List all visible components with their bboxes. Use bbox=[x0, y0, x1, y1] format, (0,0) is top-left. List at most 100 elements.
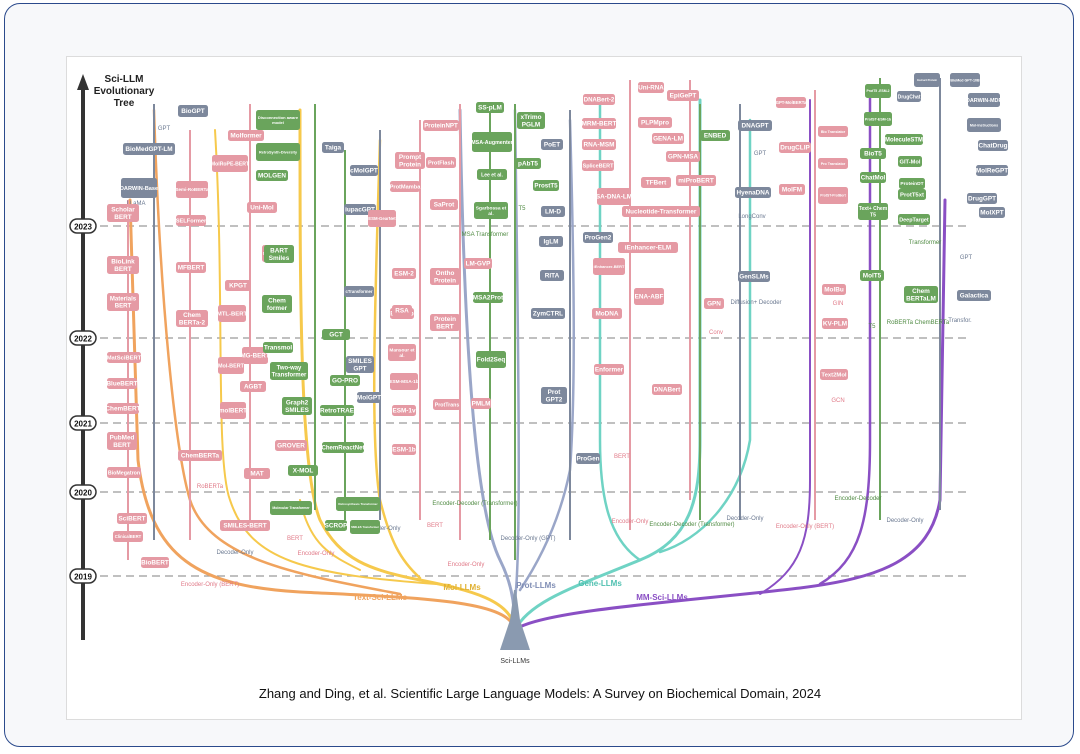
model-node-label: ProtMamba bbox=[390, 184, 422, 190]
figure-caption: Zhang and Ding, et al. Scientific Large … bbox=[258, 686, 822, 701]
model-node-label: ChemReactNet bbox=[321, 446, 364, 452]
model-node-label: pAbT5 bbox=[518, 161, 538, 168]
model-node-label: RNA-MSM bbox=[584, 142, 615, 149]
model-node-label: RSA bbox=[395, 308, 409, 315]
svg-text:BERT: BERT bbox=[614, 454, 630, 460]
model-node: RSA bbox=[392, 305, 412, 316]
year-2021: 2021 bbox=[69, 415, 970, 431]
model-node-label: iEnhancer-BERT bbox=[594, 264, 625, 269]
model-node: GPN-MSA bbox=[666, 151, 700, 162]
svg-text:GPT: GPT bbox=[960, 255, 973, 261]
svg-text:Transformer: Transformer bbox=[909, 240, 941, 246]
svg-text:T5: T5 bbox=[518, 206, 526, 212]
model-node: RetroSynth-Diversity bbox=[256, 143, 300, 161]
model-node: Uni-RNA bbox=[638, 82, 664, 93]
model-node-label: MolBu bbox=[824, 287, 844, 294]
model-node-label: ZymCTRL bbox=[533, 311, 563, 318]
model-node: molBERT bbox=[219, 402, 247, 419]
model-node-label: BioMed GPT-10B bbox=[950, 78, 980, 82]
model-node-label: LM-GVP bbox=[466, 261, 492, 268]
model-node: ChatMol bbox=[860, 172, 886, 183]
model-node-label: GIT-Mol bbox=[900, 160, 921, 166]
model-node-label: ProtST-ESM-1b bbox=[865, 117, 892, 121]
svg-text:Encoder-Only: Encoder-Only bbox=[612, 519, 649, 525]
year-2023: 2023 bbox=[69, 218, 970, 234]
model-node-label: MolReGPT bbox=[976, 168, 1008, 175]
model-node: RNA-MSM bbox=[582, 139, 616, 150]
model-node: ProteinDT bbox=[899, 178, 925, 189]
model-node-label: GENA-LM bbox=[653, 136, 683, 143]
svg-text:Transfor.: Transfor. bbox=[948, 318, 972, 324]
model-node: GPT-MolBERTa bbox=[776, 97, 807, 108]
model-node: MolBu bbox=[822, 284, 846, 295]
model-node: KV-PLM bbox=[822, 318, 848, 329]
model-node: PMLM bbox=[471, 398, 491, 409]
model-node-label: MoleculeSTM bbox=[885, 138, 923, 144]
svg-text:Decoder-Only: Decoder-Only bbox=[886, 518, 923, 524]
model-node: Instruct Protein bbox=[914, 73, 940, 87]
model-node: GENA-LM bbox=[652, 133, 684, 144]
model-node-label: ProGen2 bbox=[585, 235, 612, 242]
model-node: Molecular Transformer bbox=[270, 501, 312, 515]
model-node: ESM-2 bbox=[392, 268, 416, 279]
model-node: ChemBERT bbox=[105, 403, 141, 414]
model-node-label: KPGT bbox=[229, 283, 247, 290]
model-node: MolGPT bbox=[357, 392, 381, 403]
model-node-label: Semi-RoBERTa bbox=[175, 187, 208, 192]
model-node-label: LM-D bbox=[545, 209, 561, 216]
model-node-label: GCT bbox=[329, 332, 343, 339]
model-node: SpliceBERT bbox=[582, 160, 614, 171]
svg-text:Encoder-Only: Encoder-Only bbox=[448, 562, 485, 568]
model-node: ProstT5 bbox=[533, 180, 559, 191]
model-node: GCT bbox=[322, 329, 350, 340]
model-node: BioBERT bbox=[141, 557, 169, 568]
model-node-label: ENBED bbox=[704, 133, 727, 140]
model-node: Bio Translator bbox=[818, 126, 848, 137]
model-node-label: BioMegatron bbox=[108, 470, 140, 476]
model-node: MoDNA bbox=[592, 308, 622, 319]
model-node: X-MOL bbox=[288, 465, 318, 476]
year-2022: 2022 bbox=[69, 330, 970, 346]
model-node: Taiga bbox=[322, 142, 344, 153]
model-node: BioGPT bbox=[178, 105, 208, 117]
model-node: ChatDrug bbox=[978, 140, 1008, 151]
model-node: DNABert-2 bbox=[583, 94, 615, 105]
title-line-2: Evolutionary bbox=[94, 86, 155, 97]
model-node-label: TFBert bbox=[646, 180, 667, 187]
model-node-label: cMolGPT bbox=[350, 168, 378, 175]
model-node: DrugCLIP bbox=[779, 142, 811, 153]
model-node: DNAGPT bbox=[738, 120, 772, 131]
svg-text:Decoder-Only: Decoder-Only bbox=[726, 516, 763, 522]
model-node-label: BlueBERT bbox=[106, 381, 137, 388]
model-node-label: ProtFlash bbox=[428, 160, 455, 166]
model-node-label: ProtT5xt bbox=[900, 193, 924, 199]
model-node: Semi-RoBERTa bbox=[175, 181, 209, 198]
year-markers: 2023 2022 2021 2020 2019 bbox=[69, 218, 970, 584]
model-node: MAT bbox=[244, 468, 270, 479]
svg-text:2022: 2022 bbox=[74, 335, 92, 344]
model-node-label: MSA-Augmenter bbox=[471, 140, 513, 146]
model-node: LM-GVP bbox=[464, 258, 492, 269]
model-node: Text2Mol bbox=[820, 369, 848, 380]
model-node-label: ChatMol bbox=[861, 175, 886, 182]
model-node-label: Bio Translator bbox=[821, 130, 846, 134]
model-node: GenSLMs bbox=[738, 271, 770, 282]
model-node: SMILES Transformer bbox=[350, 520, 380, 534]
model-node: SS-pLM bbox=[476, 102, 504, 113]
model-node-label: Instruct Protein bbox=[917, 78, 937, 82]
model-node: GIT-Mol bbox=[898, 156, 922, 167]
svg-text:RoBERTa: RoBERTa bbox=[197, 484, 224, 490]
model-node-label: MAT bbox=[250, 471, 263, 478]
model-node: RetroTRAE bbox=[320, 405, 355, 416]
model-node-label: miProBERT bbox=[678, 178, 714, 185]
model-node: ProGen2 bbox=[583, 232, 613, 243]
